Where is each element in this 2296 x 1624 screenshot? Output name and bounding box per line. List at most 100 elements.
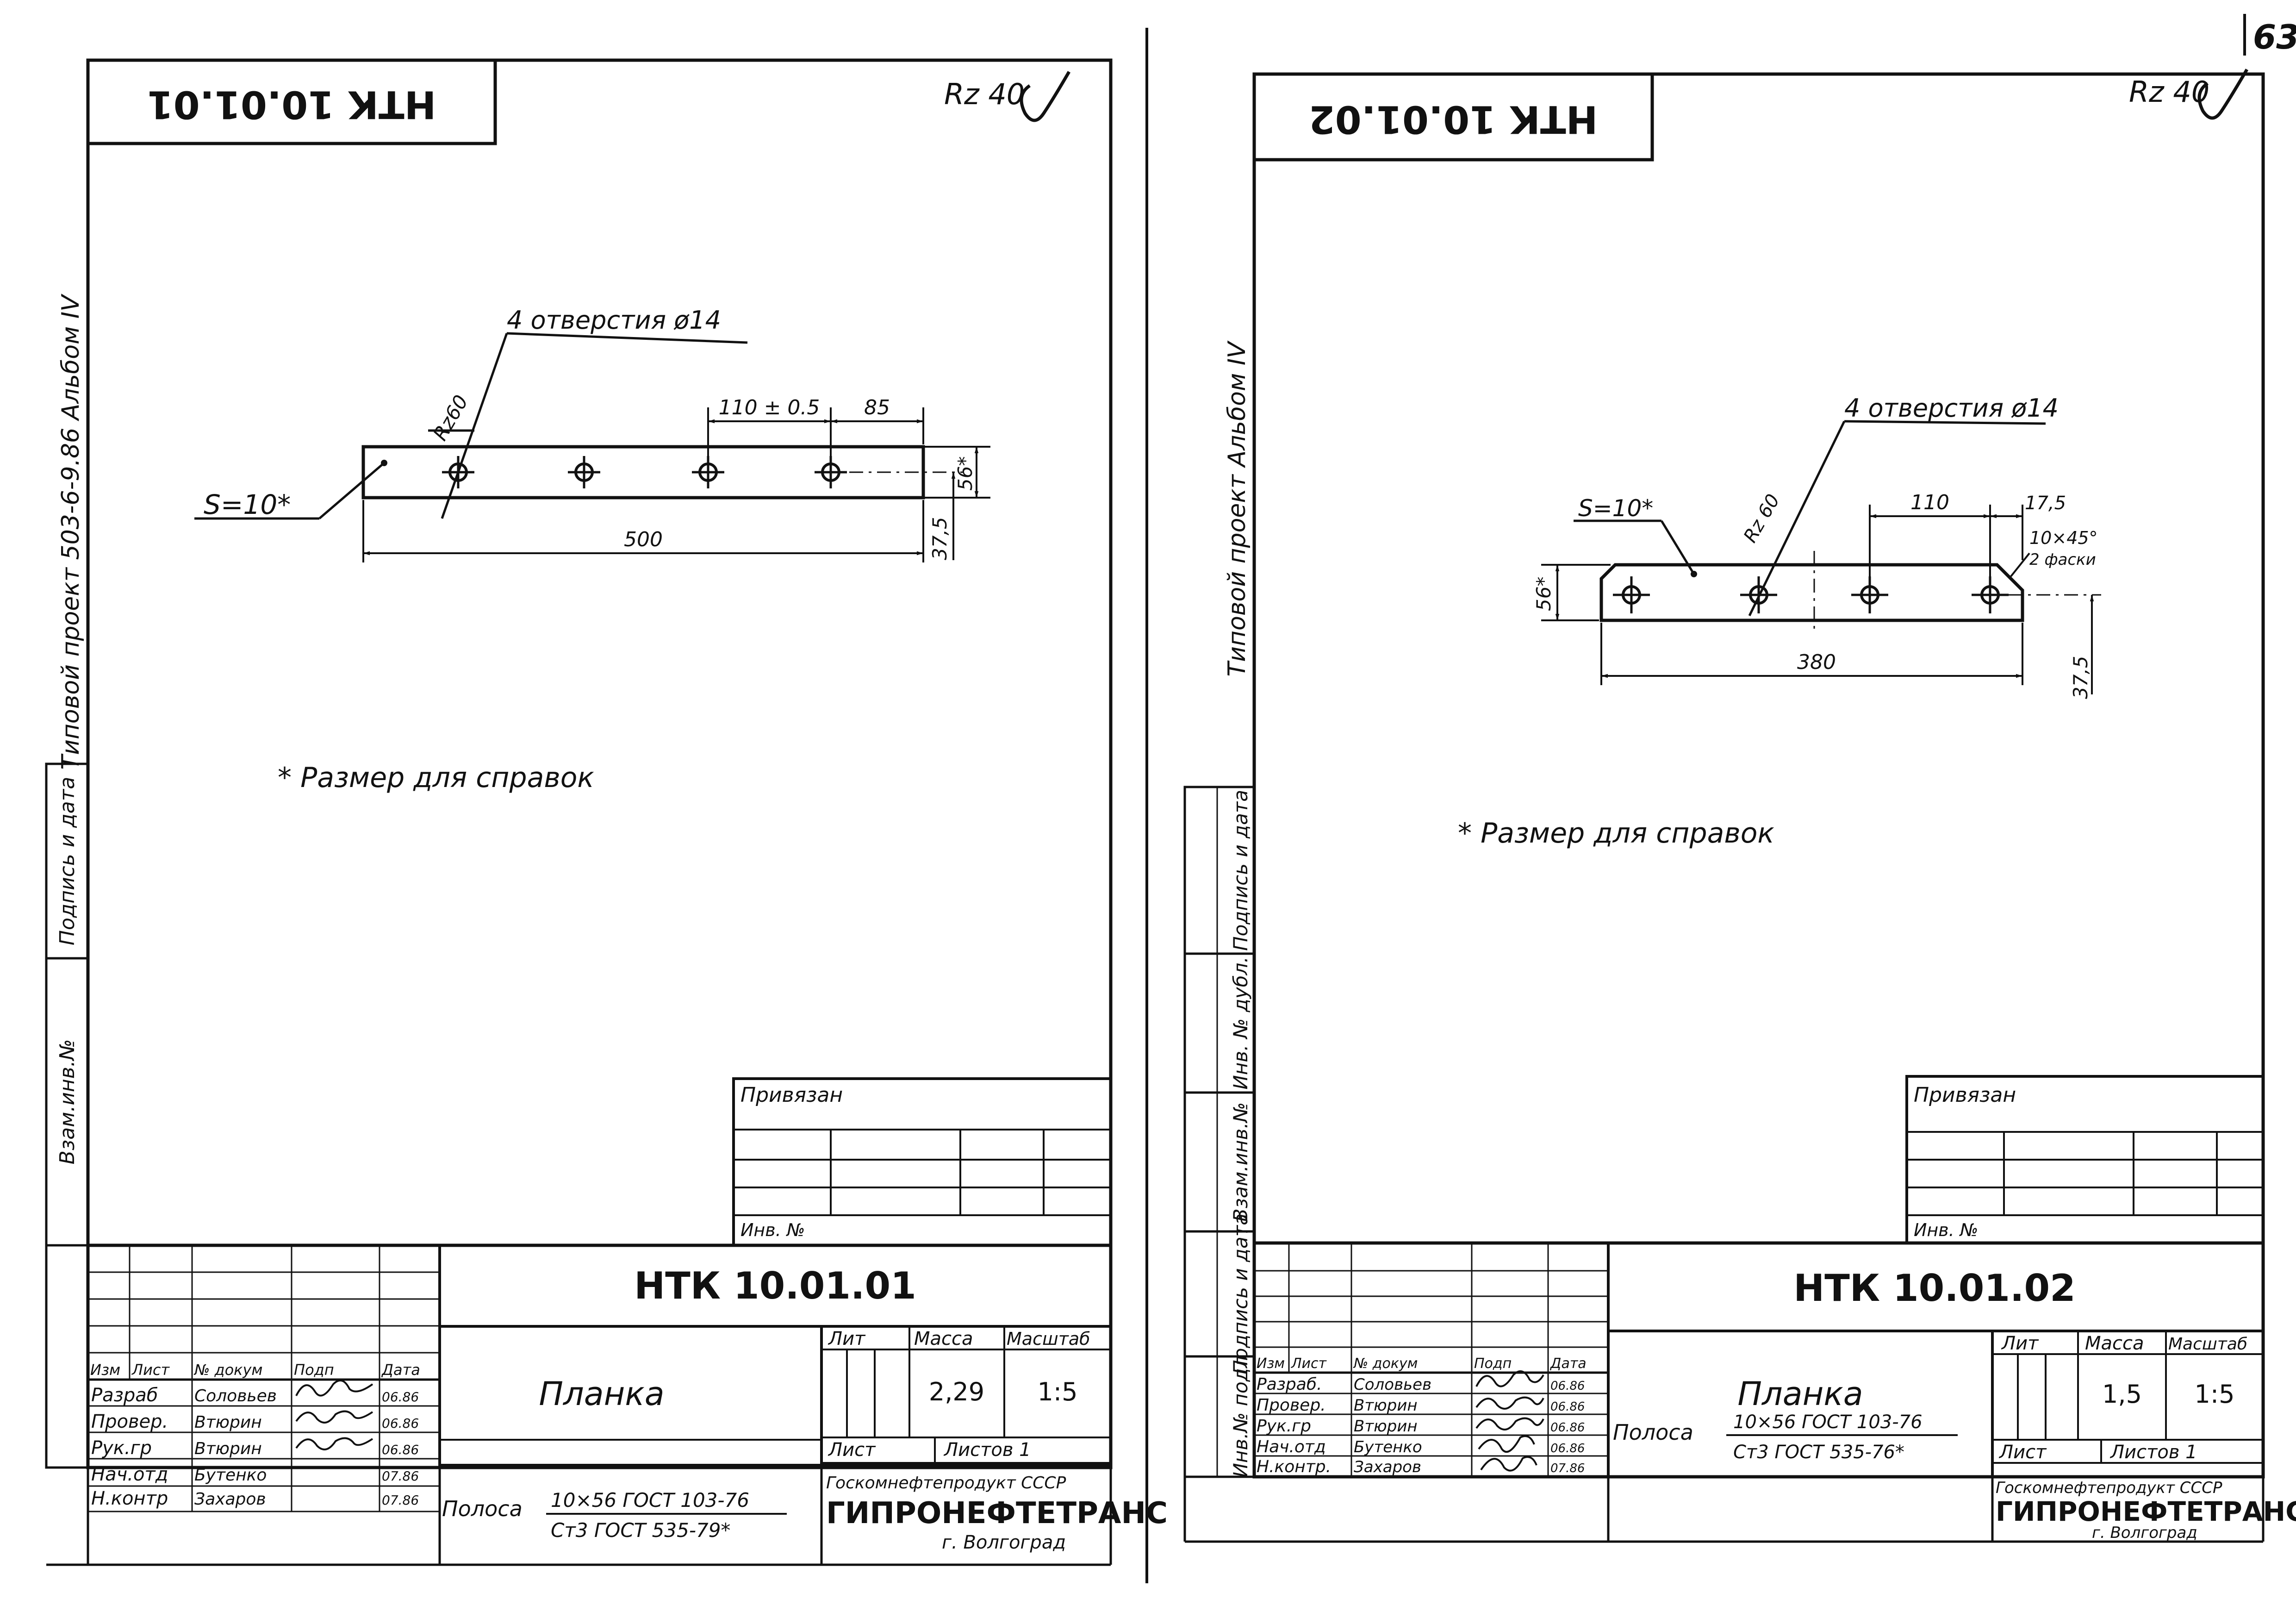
dim-pitch: 110 ± 0.5 bbox=[719, 396, 820, 419]
sheet-frame bbox=[1252, 72, 2265, 1479]
row-role: Рук.гр bbox=[91, 1437, 152, 1459]
code-mirrored: НТК 10.01.01 bbox=[147, 82, 436, 126]
bound-block: Привязан Инв. № bbox=[732, 1077, 1112, 1247]
th-list: Лист bbox=[131, 1361, 170, 1379]
leader-line bbox=[2010, 552, 2030, 577]
row-date: 07.86 bbox=[1550, 1462, 1585, 1475]
dim-end: 85 bbox=[864, 396, 890, 419]
row-role: Разраб bbox=[91, 1385, 158, 1406]
row-role: Разраб. bbox=[1257, 1375, 1322, 1394]
material-prefix: Полоса bbox=[1613, 1420, 1693, 1445]
sheet-label: Лист bbox=[1998, 1442, 2047, 1463]
rz60-mark: Rz60 bbox=[429, 391, 473, 444]
row-date: 06.86 bbox=[1550, 1421, 1585, 1435]
material-prefix: Полоса bbox=[442, 1496, 523, 1521]
hole-marks bbox=[1613, 576, 2009, 613]
th-date: Дата bbox=[1549, 1355, 1587, 1372]
org-city: г. Волгоград bbox=[942, 1532, 1066, 1553]
hole-icon bbox=[568, 456, 600, 488]
margin-label: Взам.инв.№ bbox=[1229, 1102, 1252, 1222]
dim-width: 56* bbox=[954, 456, 977, 491]
row-role: Н.контр. bbox=[1257, 1457, 1331, 1476]
code-mirrored: НТК 10.01.02 bbox=[1309, 97, 1598, 141]
th-date: Дата bbox=[381, 1361, 420, 1379]
sheet-label: Лист bbox=[828, 1439, 876, 1461]
sheets-label: Листов 1 bbox=[943, 1439, 1031, 1461]
part-name: Планка bbox=[1737, 1375, 1863, 1413]
reference-note: * Размер для справок bbox=[278, 762, 594, 794]
row-date: 06.86 bbox=[382, 1389, 419, 1405]
bound-block: Привязан Инв. № bbox=[1905, 1075, 2265, 1244]
sheets-label: Листов 1 bbox=[2109, 1442, 2197, 1463]
row-person: Втюрин bbox=[1354, 1396, 1418, 1415]
row-date: 06.86 bbox=[382, 1416, 419, 1431]
chamfer-count: 2 фаски bbox=[2029, 550, 2096, 569]
hole-icon bbox=[692, 456, 724, 488]
row-role: Провер. bbox=[91, 1411, 168, 1432]
holes-note: 4 отверстия ø14 bbox=[1844, 394, 2059, 423]
designation: НТК 10.01.01 bbox=[634, 1264, 916, 1307]
signature-icon bbox=[295, 1437, 373, 1450]
th-sign: Подп bbox=[1474, 1355, 1512, 1372]
th-izm: Изм bbox=[90, 1361, 120, 1379]
row-role: Рук.гр bbox=[1257, 1417, 1311, 1436]
scale-value: 1:5 bbox=[1038, 1377, 1078, 1406]
mass-value: 1,5 bbox=[2102, 1380, 2142, 1409]
row-role: Нач.отд bbox=[1257, 1437, 1326, 1456]
org-top: Госкомнефтепродукт СССР bbox=[826, 1474, 1066, 1493]
th-list: Лист bbox=[1291, 1355, 1327, 1372]
dim-pitch: 110 bbox=[1910, 491, 1949, 514]
side-project-text: Типовой проект 503-6-9.86 Альбом IV bbox=[57, 294, 85, 770]
leader-line bbox=[1844, 420, 2046, 425]
margin-strip bbox=[1183, 786, 1256, 1478]
row-person: Бутенко bbox=[1354, 1438, 1422, 1456]
signature-icon bbox=[1475, 1370, 1544, 1387]
title-block: Изм Лист № докум Подп Дата Разраб Соловь… bbox=[86, 1243, 1113, 1485]
row-person: Втюрин bbox=[194, 1413, 262, 1432]
roughness-mark: Rz 40 bbox=[944, 77, 1025, 111]
material-line2: Ст3 ГОСТ 535-79* bbox=[551, 1519, 730, 1542]
signature-icon bbox=[1478, 1435, 1535, 1453]
leader-line bbox=[318, 462, 385, 519]
row-date: 06.86 bbox=[382, 1442, 419, 1457]
margin-label: Подпись и дата bbox=[56, 777, 79, 945]
material-line2: Ст3 ГОСТ 535-76* bbox=[1733, 1442, 1904, 1463]
plate-outline bbox=[361, 445, 925, 500]
roughness-check-icon bbox=[2197, 69, 2249, 120]
side-project-text: Типовой проект Альбом IV bbox=[1223, 340, 1251, 677]
row-person: Соловьев bbox=[1354, 1375, 1431, 1394]
margin-strip bbox=[45, 762, 89, 1469]
dim-length: 500 bbox=[624, 528, 663, 551]
signature-icon bbox=[295, 1410, 373, 1424]
org-name: ГИПРОНЕФТЕТРАНС bbox=[826, 1496, 1168, 1530]
designation: НТК 10.01.02 bbox=[1793, 1267, 2076, 1310]
leader-line bbox=[441, 333, 508, 519]
row-date: 06.86 bbox=[1550, 1400, 1585, 1414]
title-block: Изм Лист № докум Подп Дата Разраб. Солов… bbox=[1252, 1241, 2265, 1479]
th-izm: Изм bbox=[1257, 1355, 1285, 1372]
th-doc: № докум bbox=[1353, 1355, 1418, 1372]
sheet-frame bbox=[86, 58, 1113, 1469]
rz60-mark: Rz 60 bbox=[1740, 491, 1784, 546]
lit-label: Лит bbox=[2001, 1333, 2039, 1354]
hole-marks bbox=[442, 456, 847, 488]
row-person: Втюрин bbox=[194, 1439, 262, 1458]
scale-label: Масштаб bbox=[1007, 1329, 1090, 1349]
inv-label: Инв. № bbox=[740, 1220, 805, 1240]
margin-label: Взам.инв.№ bbox=[56, 1039, 79, 1165]
thickness-note: S=10* bbox=[204, 489, 291, 520]
hole-icon bbox=[1613, 576, 1650, 613]
row-date: 07.86 bbox=[382, 1468, 419, 1484]
leader-line bbox=[1748, 420, 1846, 617]
signature-icon bbox=[1475, 1417, 1544, 1430]
row-date: 06.86 bbox=[1550, 1442, 1585, 1455]
sheet-right: НТК 10.01.02 Rz 40 Подпись и дата Инв. №… bbox=[1183, 69, 2265, 1479]
scale-value: 1:5 bbox=[2195, 1380, 2235, 1409]
material-line1: 10×56 ГОСТ 103-76 bbox=[551, 1489, 749, 1512]
thickness-note: S=10* bbox=[1578, 495, 1653, 522]
roughness-check-icon bbox=[1020, 71, 1071, 122]
row-person: Втюрин bbox=[1354, 1417, 1418, 1436]
inv-label: Инв. № bbox=[1914, 1220, 1978, 1240]
row-person: Захаров bbox=[1354, 1458, 1421, 1476]
lit-label: Лит bbox=[828, 1328, 866, 1349]
